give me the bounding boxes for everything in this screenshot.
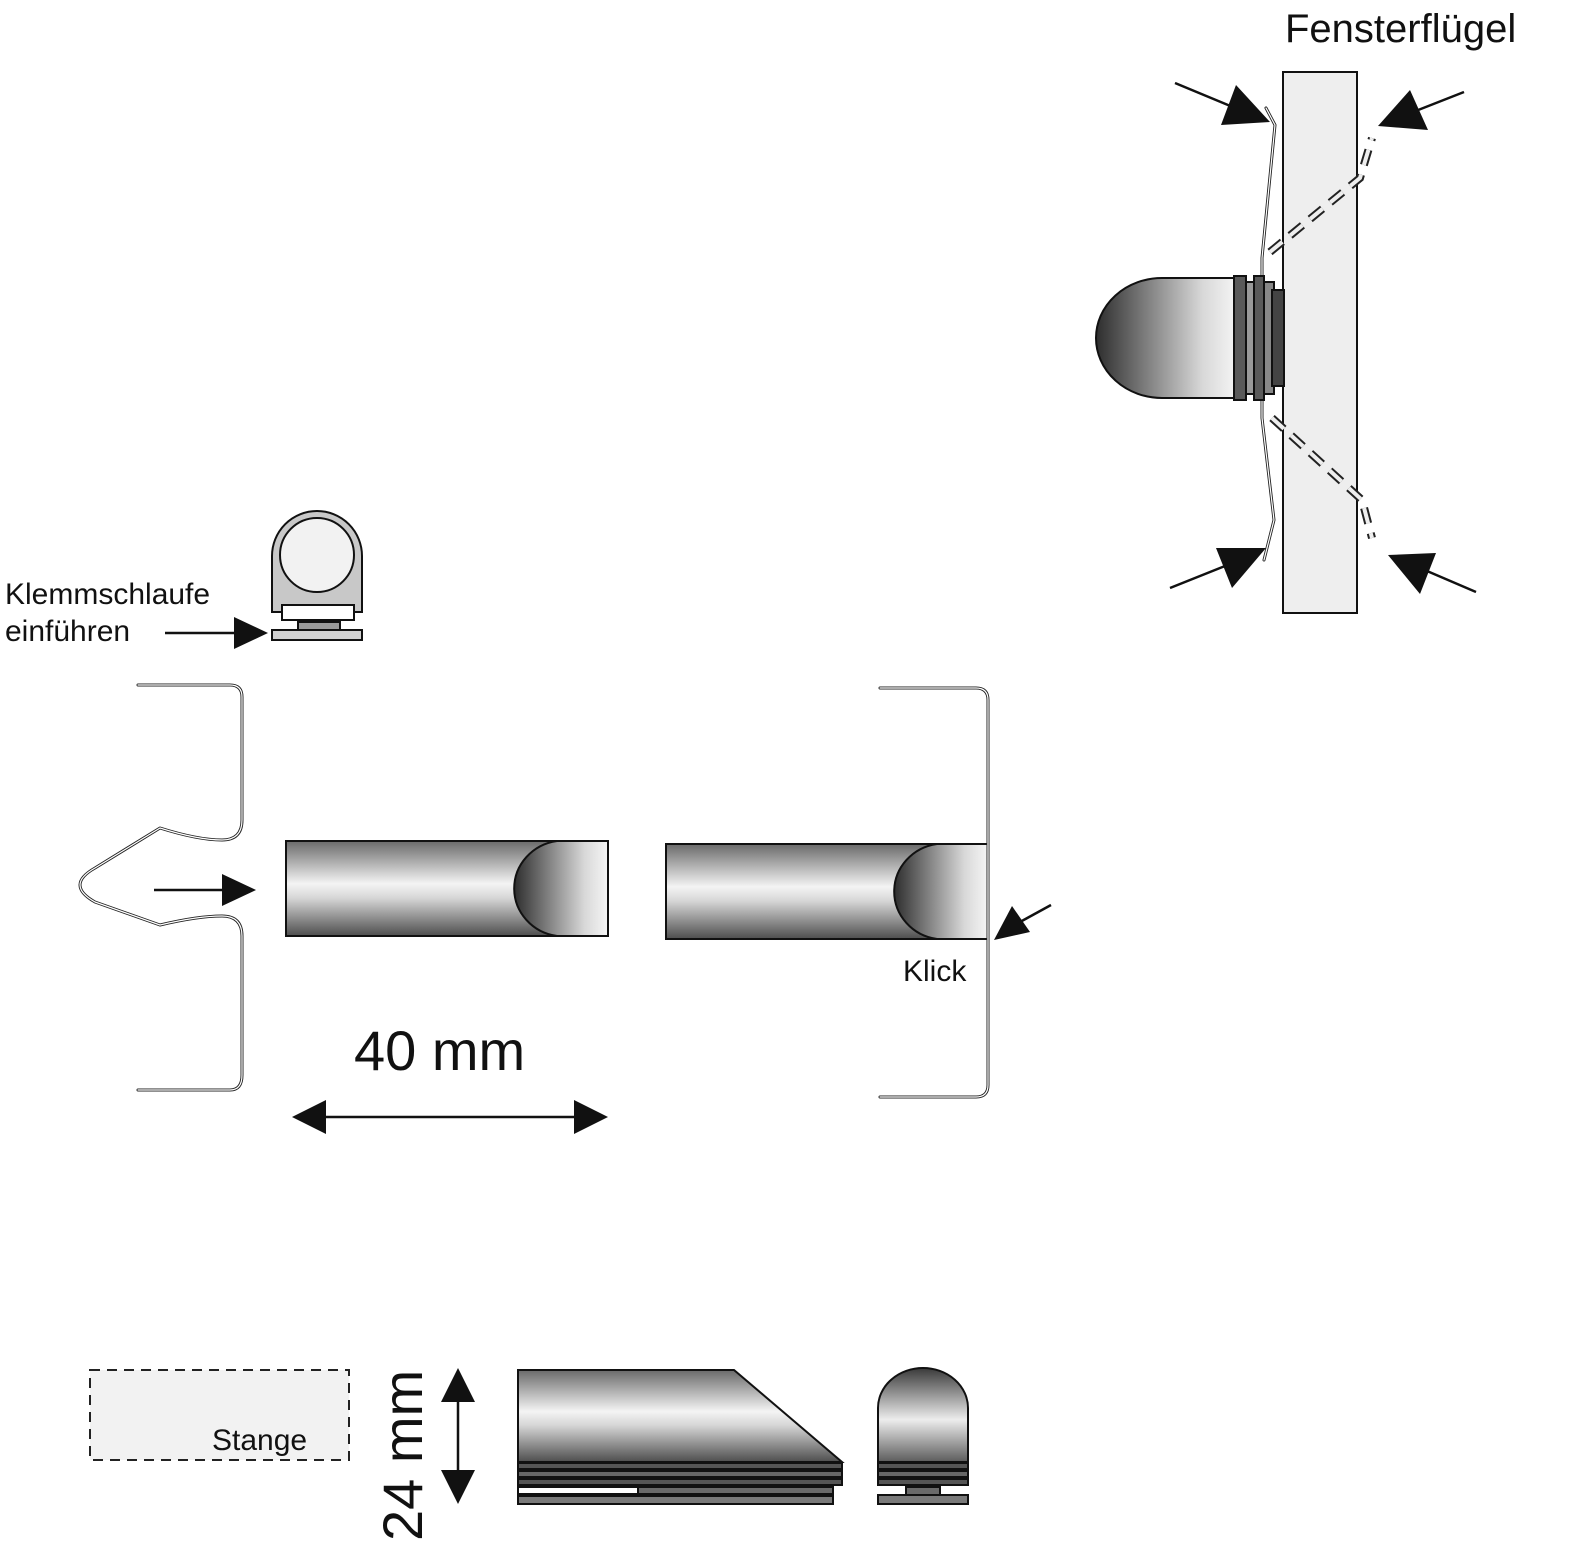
length-dimension: 40 mm [292, 1019, 608, 1134]
click-arrow-head [994, 906, 1030, 940]
height-label: 24 mm [371, 1370, 434, 1541]
rod-left [285, 840, 609, 937]
rod-placeholder: Stange [89, 1369, 350, 1461]
right-wire-clip: Klick [878, 686, 1052, 1099]
clip-arrow-head [222, 874, 256, 906]
insert-arrow-head [234, 617, 268, 649]
side-view-wedge [517, 1369, 845, 1505]
arrow-head-tl [1221, 85, 1270, 125]
knob-dome [1095, 277, 1239, 399]
rod-right [665, 843, 989, 940]
insert-loop-hint: Klemmschlaufe einführen [5, 510, 363, 649]
left-wire-clip [78, 683, 256, 1092]
height-arrow-top [441, 1368, 475, 1402]
rod-right-end-cap [893, 843, 989, 940]
arrow-head-br [1388, 553, 1436, 594]
side-view-cap [877, 1367, 969, 1505]
knob-ribs [1233, 275, 1285, 401]
length-arrow-left [292, 1100, 326, 1134]
length-arrow-right [574, 1100, 608, 1134]
small-cap-front-view [271, 510, 363, 641]
arrow-head-bl [1216, 548, 1266, 588]
insert-loop-label-line1: Klemmschlaufe [5, 578, 210, 611]
rod-left-end-cap [513, 840, 609, 937]
rod-label: Stange [212, 1424, 307, 1457]
click-label: Klick [903, 955, 967, 988]
insert-loop-label-line2: einführen [5, 615, 130, 648]
height-arrow-bottom [441, 1470, 475, 1504]
sash-panel [1282, 71, 1358, 614]
sash-label: Fensterflügel [1285, 7, 1516, 51]
length-label: 40 mm [354, 1019, 525, 1082]
sash-detail: Fensterflügel [1095, 7, 1516, 614]
arrow-head-tr [1378, 90, 1428, 130]
height-dimension: 24 mm [371, 1368, 475, 1541]
